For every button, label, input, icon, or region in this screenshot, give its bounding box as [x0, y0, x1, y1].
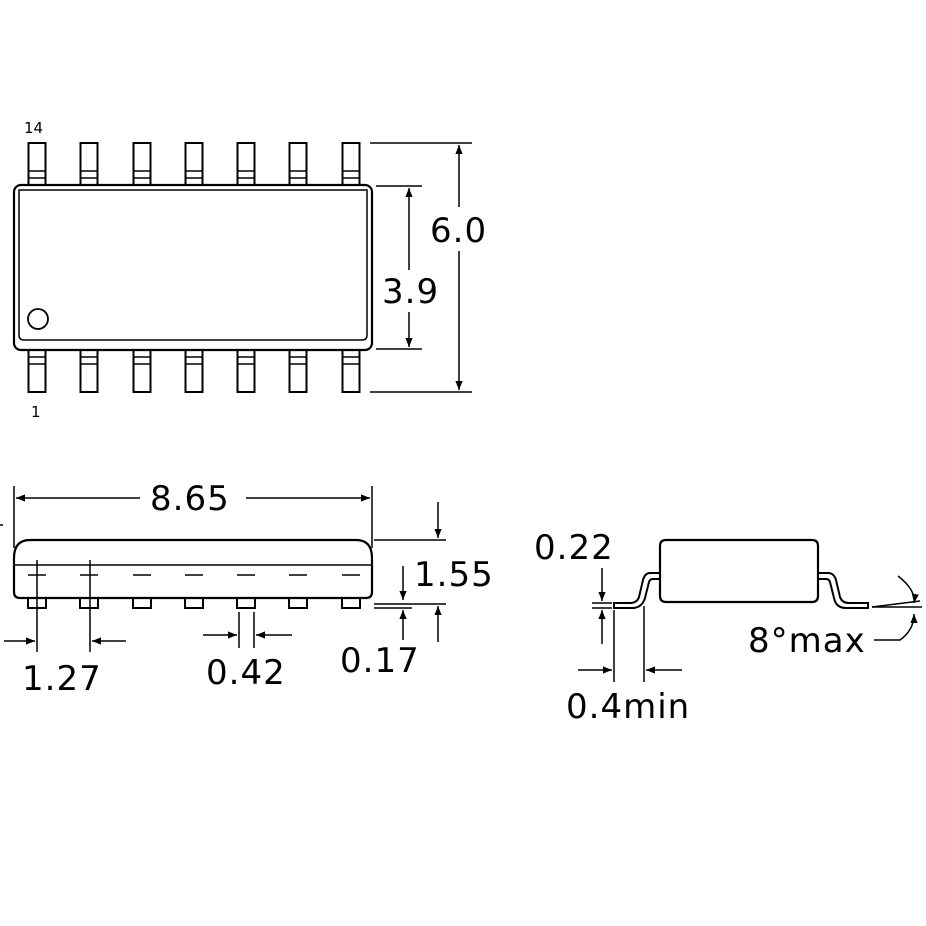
dim-pitch: 1.27 — [22, 659, 102, 699]
angle-lead-line — [871, 600, 921, 608]
lead-bottom-row — [184, 347, 204, 393]
lead-top-row — [288, 142, 308, 188]
lead-bottom-row — [79, 347, 99, 393]
gull-wing-lead-right — [817, 572, 869, 609]
dim-angle: 8°max — [748, 621, 866, 661]
pin-14-label: 14 — [24, 119, 43, 137]
dim-overall-width: 6.0 — [430, 211, 487, 251]
package-body-top — [12, 183, 374, 352]
side-view: 8.65 1.55 0.17 1.27 0.42 — [4, 478, 494, 699]
lead-bottom-row — [341, 347, 361, 393]
pin1-marker — [27, 308, 49, 330]
gull-wing-lead-left — [613, 572, 661, 609]
dim-standoff: 0.17 — [340, 641, 420, 681]
dim-label-bg — [428, 207, 492, 251]
package-body-side — [12, 538, 374, 600]
lead-top-row — [132, 142, 152, 188]
end-view: 0.22 0.4min 8°max — [534, 528, 922, 727]
dim-lead-thickness: 0.22 — [534, 528, 614, 568]
pin-1-label: 1 — [31, 403, 41, 421]
lead-top-row — [184, 142, 204, 188]
lead-bottom-row — [27, 347, 47, 393]
package-body-end — [658, 538, 820, 604]
top-view: 14 1 6.0 3.9 — [12, 119, 492, 421]
lead-top-row — [236, 142, 256, 188]
lead-bottom-row — [236, 347, 256, 393]
dim-height: 1.55 — [414, 555, 494, 595]
dim-label-bg — [140, 478, 246, 518]
angle-arc-arrow — [897, 575, 919, 604]
top-leads-lower — [27, 347, 361, 393]
dim-body-width: 3.9 — [382, 272, 439, 312]
lead-top-row — [79, 142, 99, 188]
angle-leader — [874, 613, 918, 641]
dim-label-bg — [380, 270, 440, 312]
lead-bottom-row — [132, 347, 152, 393]
dim-lead-width: 0.42 — [206, 653, 286, 693]
top-leads-upper — [27, 142, 361, 188]
lead-bottom-row — [288, 347, 308, 393]
lead-top-row — [341, 142, 361, 188]
lead-top-row — [27, 142, 47, 188]
dim-length: 8.65 — [150, 479, 230, 519]
package-body-bevel — [18, 189, 368, 341]
dim-foot-length: 0.4min — [566, 687, 690, 727]
